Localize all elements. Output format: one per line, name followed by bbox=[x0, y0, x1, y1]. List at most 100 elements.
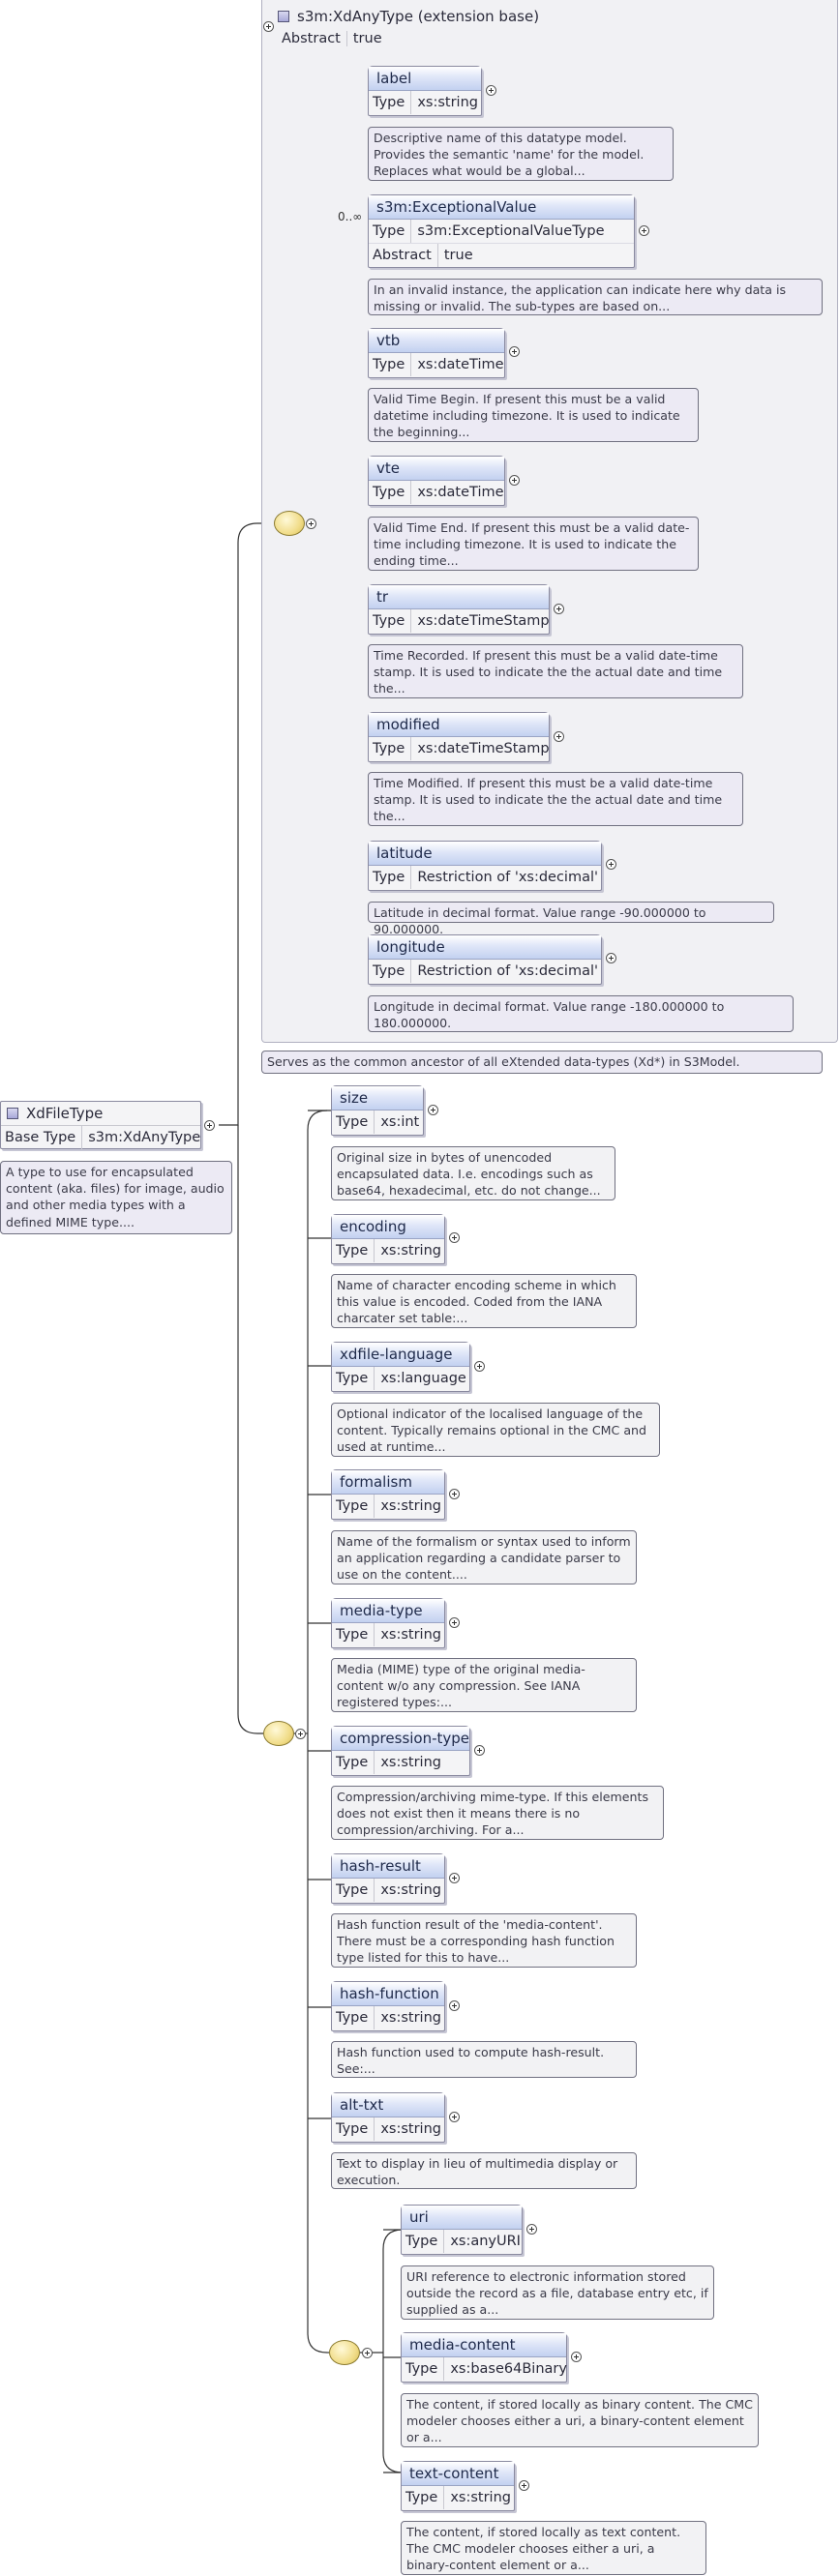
abstract-value: true bbox=[352, 31, 382, 46]
type-value: xs:string bbox=[417, 95, 478, 110]
sequence-compositor-icon[interactable] bbox=[263, 1721, 294, 1746]
plus-circle-icon[interactable] bbox=[204, 1120, 215, 1131]
plus-circle-icon[interactable] bbox=[474, 1361, 485, 1372]
element-name: compression-type bbox=[332, 1727, 469, 1751]
type-label: Type bbox=[332, 2117, 375, 2141]
element-name: vte bbox=[369, 457, 504, 481]
element-name: media-type bbox=[332, 1599, 444, 1623]
element-name: vtb bbox=[369, 329, 504, 353]
plus-circle-icon[interactable] bbox=[263, 21, 274, 32]
abstract-label: Abstract bbox=[369, 244, 438, 267]
element-doc: Descriptive name of this datatype model.… bbox=[368, 127, 674, 181]
element-name: tr bbox=[369, 585, 549, 609]
type-label: Type bbox=[369, 220, 412, 243]
plus-circle-icon[interactable] bbox=[449, 1489, 460, 1499]
plus-circle-icon[interactable] bbox=[639, 225, 649, 236]
element-doc: Original size in bytes of unencoded enca… bbox=[331, 1146, 615, 1200]
type-label: Type bbox=[332, 1239, 375, 1262]
type-value: xs:string bbox=[450, 2490, 511, 2505]
plus-circle-icon[interactable] bbox=[509, 475, 520, 486]
type-value: xs:string bbox=[380, 1498, 441, 1514]
plus-circle-icon[interactable] bbox=[362, 2348, 373, 2358]
plus-circle-icon[interactable] bbox=[606, 859, 616, 870]
element-doc: Compression/archiving mime-type. If this… bbox=[331, 1786, 664, 1840]
element-doc: Optional indicator of the localised lang… bbox=[331, 1403, 660, 1457]
plus-circle-icon[interactable] bbox=[449, 2112, 460, 2122]
type-label: Type bbox=[369, 353, 412, 376]
element-name: xdfile-language bbox=[332, 1343, 469, 1367]
element-name: encoding bbox=[332, 1215, 444, 1239]
plus-circle-icon[interactable] bbox=[509, 346, 520, 357]
type-label: Type bbox=[332, 1751, 375, 1774]
plus-circle-icon[interactable] bbox=[606, 953, 616, 963]
element-doc: Time Modified. If present this must be a… bbox=[368, 772, 743, 826]
type-label: Type bbox=[369, 609, 412, 633]
element-doc: Valid Time End. If present this must be … bbox=[368, 517, 699, 571]
type-label: Type bbox=[332, 1623, 375, 1646]
plus-circle-icon[interactable] bbox=[428, 1105, 438, 1115]
element-doc: Name of character encoding scheme in whi… bbox=[331, 1274, 637, 1328]
plus-circle-icon[interactable] bbox=[486, 85, 496, 96]
element-doc: Media (MIME) type of the original media-… bbox=[331, 1658, 637, 1712]
plus-circle-icon[interactable] bbox=[449, 1617, 460, 1628]
type-label: Type bbox=[369, 737, 412, 760]
type-value: xs:string bbox=[380, 1882, 441, 1898]
cardinality-label: 0..∞ bbox=[338, 210, 363, 223]
element-name: s3m:ExceptionalValue bbox=[369, 195, 634, 220]
element-name: hash-result bbox=[332, 1854, 444, 1879]
type-value: xs:string bbox=[380, 1755, 441, 1770]
plus-circle-icon[interactable] bbox=[449, 2000, 460, 2011]
plus-circle-icon[interactable] bbox=[554, 604, 564, 614]
element-doc: Hash function result of the 'media-conte… bbox=[331, 1913, 637, 1968]
complex-type-icon bbox=[7, 1108, 18, 1119]
plus-circle-icon[interactable] bbox=[449, 1873, 460, 1883]
base-type-value: s3m:XdAnyType bbox=[88, 1130, 201, 1145]
element-doc: The content, if stored locally as text c… bbox=[401, 2521, 706, 2575]
plus-circle-icon[interactable] bbox=[306, 518, 316, 529]
type-label: Type bbox=[332, 1495, 375, 1518]
plus-circle-icon[interactable] bbox=[295, 1729, 306, 1739]
type-value: xs:language bbox=[380, 1371, 466, 1386]
base-type-name: s3m:XdAnyType (extension base) bbox=[297, 8, 540, 25]
element-name: longitude bbox=[369, 935, 601, 960]
sequence-compositor-icon[interactable] bbox=[274, 511, 305, 536]
base-type-label: Base Type bbox=[1, 1126, 83, 1149]
base-type-header[interactable]: s3m:XdAnyType (extension base) bbox=[278, 8, 539, 25]
type-value: Restriction of 'xs:decimal' bbox=[417, 870, 598, 885]
plus-circle-icon[interactable] bbox=[571, 2352, 582, 2362]
root-type-doc: A type to use for encapsulated content (… bbox=[0, 1161, 232, 1234]
plus-circle-icon[interactable] bbox=[554, 731, 564, 742]
type-label: Type bbox=[402, 2357, 445, 2381]
element-name: uri bbox=[402, 2206, 522, 2230]
element-doc: In an invalid instance, the application … bbox=[368, 279, 823, 315]
element-compression-type[interactable]: compression-type Type xs:string bbox=[331, 1726, 470, 1776]
plus-circle-icon[interactable] bbox=[526, 2224, 537, 2235]
plus-circle-icon[interactable] bbox=[449, 1232, 460, 1243]
plus-circle-icon[interactable] bbox=[519, 2480, 529, 2491]
choice-compositor-icon[interactable] bbox=[329, 2340, 360, 2365]
plus-circle-icon[interactable] bbox=[474, 1745, 485, 1756]
type-value: xs:base64Binary bbox=[450, 2361, 567, 2377]
element-name: label bbox=[369, 67, 481, 91]
element-name: modified bbox=[369, 713, 549, 737]
